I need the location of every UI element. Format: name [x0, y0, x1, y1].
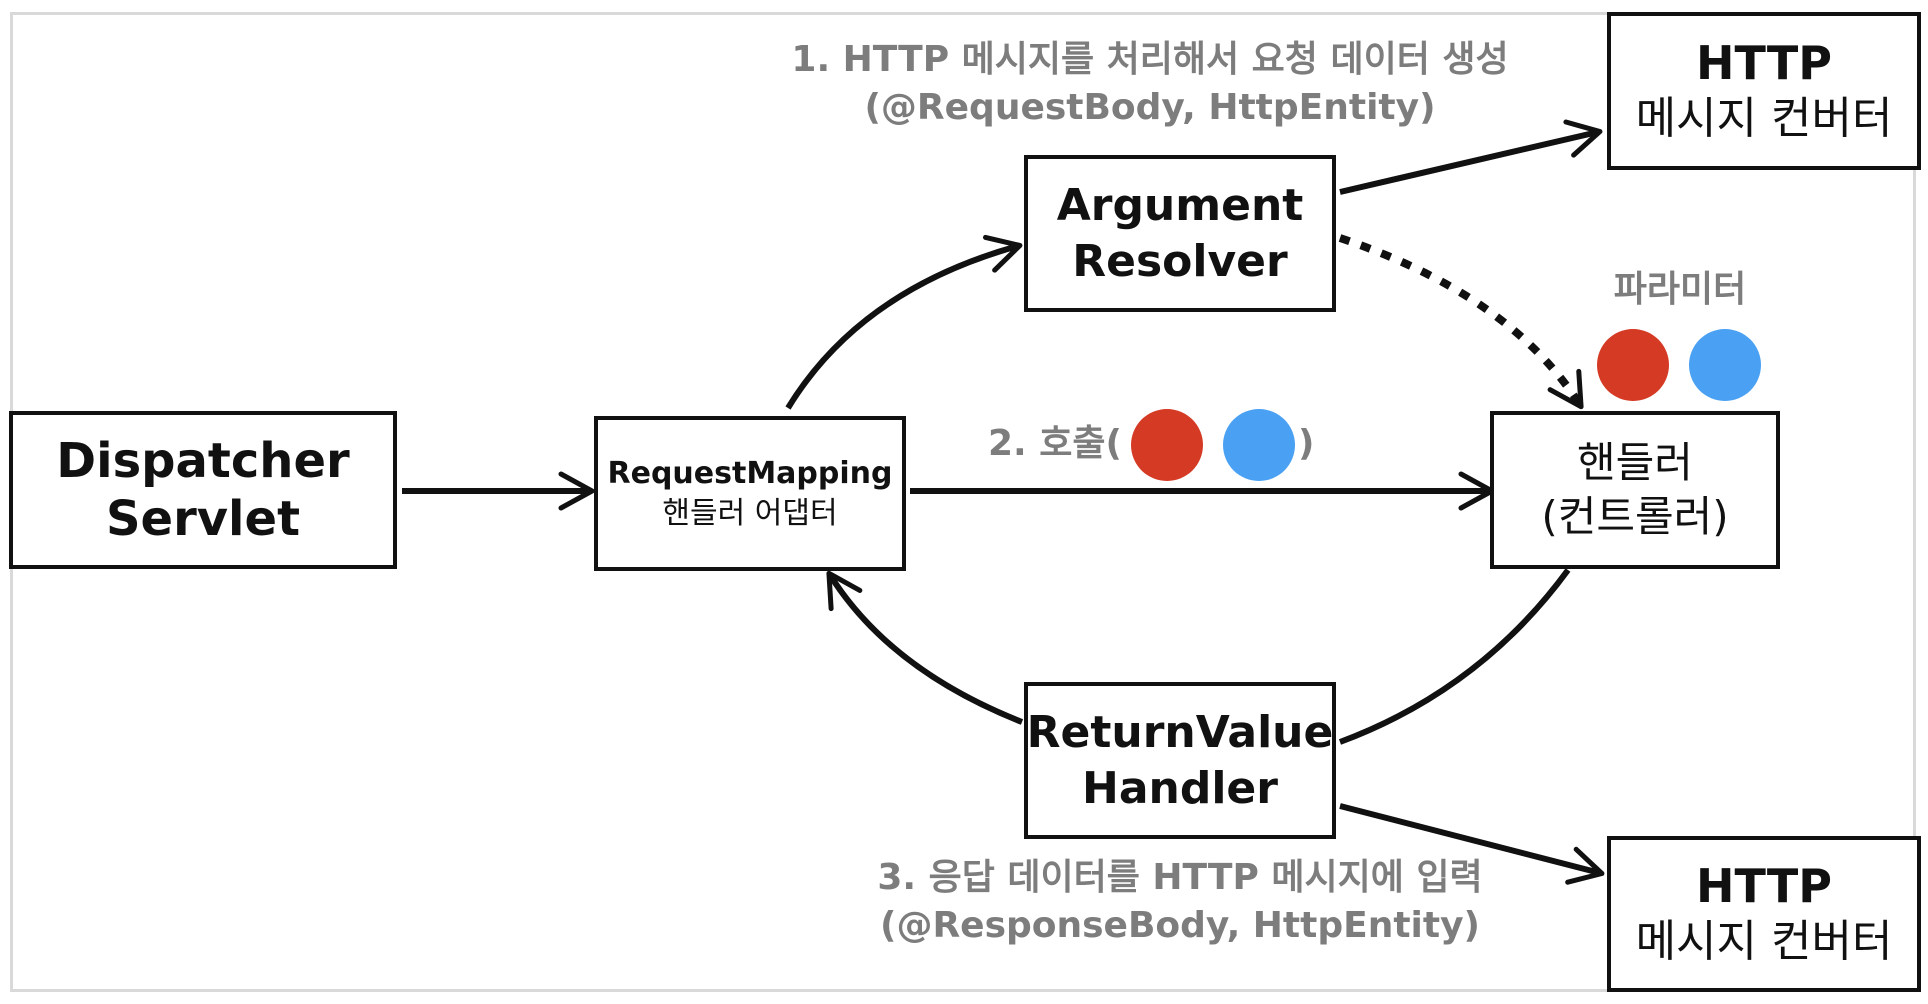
- arrow-adapter-to-argument-resolver: [785, 234, 1023, 410]
- converter-bottom-line2: 메시지 컨버터: [1635, 916, 1893, 967]
- red-parameter-dot: [1597, 329, 1669, 401]
- converter-top-line1: HTTP: [1695, 36, 1833, 90]
- converter-bottom-line1: HTTP: [1695, 859, 1833, 913]
- arrow-argument-resolver-to-converter: [1339, 119, 1603, 195]
- handler-line2: (컨트롤러): [1541, 492, 1729, 541]
- http-message-converter-top-box: HTTP 메시지 컨버터: [1607, 12, 1921, 170]
- red-parameter-dot-call: [1131, 409, 1203, 481]
- blue-parameter-dot-call: [1223, 409, 1295, 481]
- converter-top-line2: 메시지 컨버터: [1635, 93, 1893, 144]
- http-message-converter-bottom-box: HTTP 메시지 컨버터: [1607, 836, 1921, 992]
- parameters-label: 파라미터: [1613, 269, 1747, 310]
- adapter-line1: RequestMapping: [607, 455, 893, 491]
- dispatcher-servlet-line1: Dispatcher: [56, 433, 350, 489]
- request-mapping-adapter-box: RequestMapping 핸들러 어댑터: [594, 416, 906, 571]
- step1-label: 1. HTTP 메시지를 처리해서 요청 데이터 생성 (@RequestBod…: [770, 36, 1530, 132]
- argument-resolver-box: Argument Resolver: [1024, 155, 1336, 312]
- argument-resolver-line1: Argument: [1056, 179, 1304, 231]
- handler-controller-box: 핸들러 (컨트롤러): [1490, 411, 1780, 569]
- step1-line1: 1. HTTP 메시지를 처리해서 요청 데이터 생성: [791, 39, 1509, 80]
- arrow-argument-resolver-to-handler-dotted: [1338, 234, 1584, 410]
- step3-line1: 3. 응답 데이터를 HTTP 메시지에 입력: [877, 857, 1483, 898]
- line-handler-to-return-value-handler: [1338, 568, 1571, 745]
- arrow-return-value-handler-to-adapter: [826, 570, 1024, 725]
- dispatcher-servlet-line2: Servlet: [105, 491, 301, 547]
- step3-label: 3. 응답 데이터를 HTTP 메시지에 입력 (@ResponseBody, …: [840, 854, 1520, 950]
- step2-suffix: ): [1298, 423, 1315, 464]
- arrow-return-value-handler-to-converter: [1339, 803, 1605, 885]
- argument-resolver-line2: Resolver: [1072, 235, 1288, 287]
- adapter-line2: 핸들러 어댑터: [662, 495, 838, 531]
- step1-line2: (@RequestBody, HttpEntity): [864, 87, 1436, 128]
- return-value-handler-line1: ReturnValue: [1026, 706, 1334, 758]
- return-value-handler-line2: Handler: [1082, 762, 1278, 814]
- step3-line2: (@ResponseBody, HttpEntity): [879, 905, 1481, 946]
- handler-line1: 핸들러: [1577, 438, 1693, 487]
- step2-prefix: 2. 호출(: [988, 423, 1122, 464]
- dispatcher-servlet-box: Dispatcher Servlet: [9, 411, 397, 569]
- return-value-handler-box: ReturnValue Handler: [1024, 682, 1336, 839]
- blue-parameter-dot: [1689, 329, 1761, 401]
